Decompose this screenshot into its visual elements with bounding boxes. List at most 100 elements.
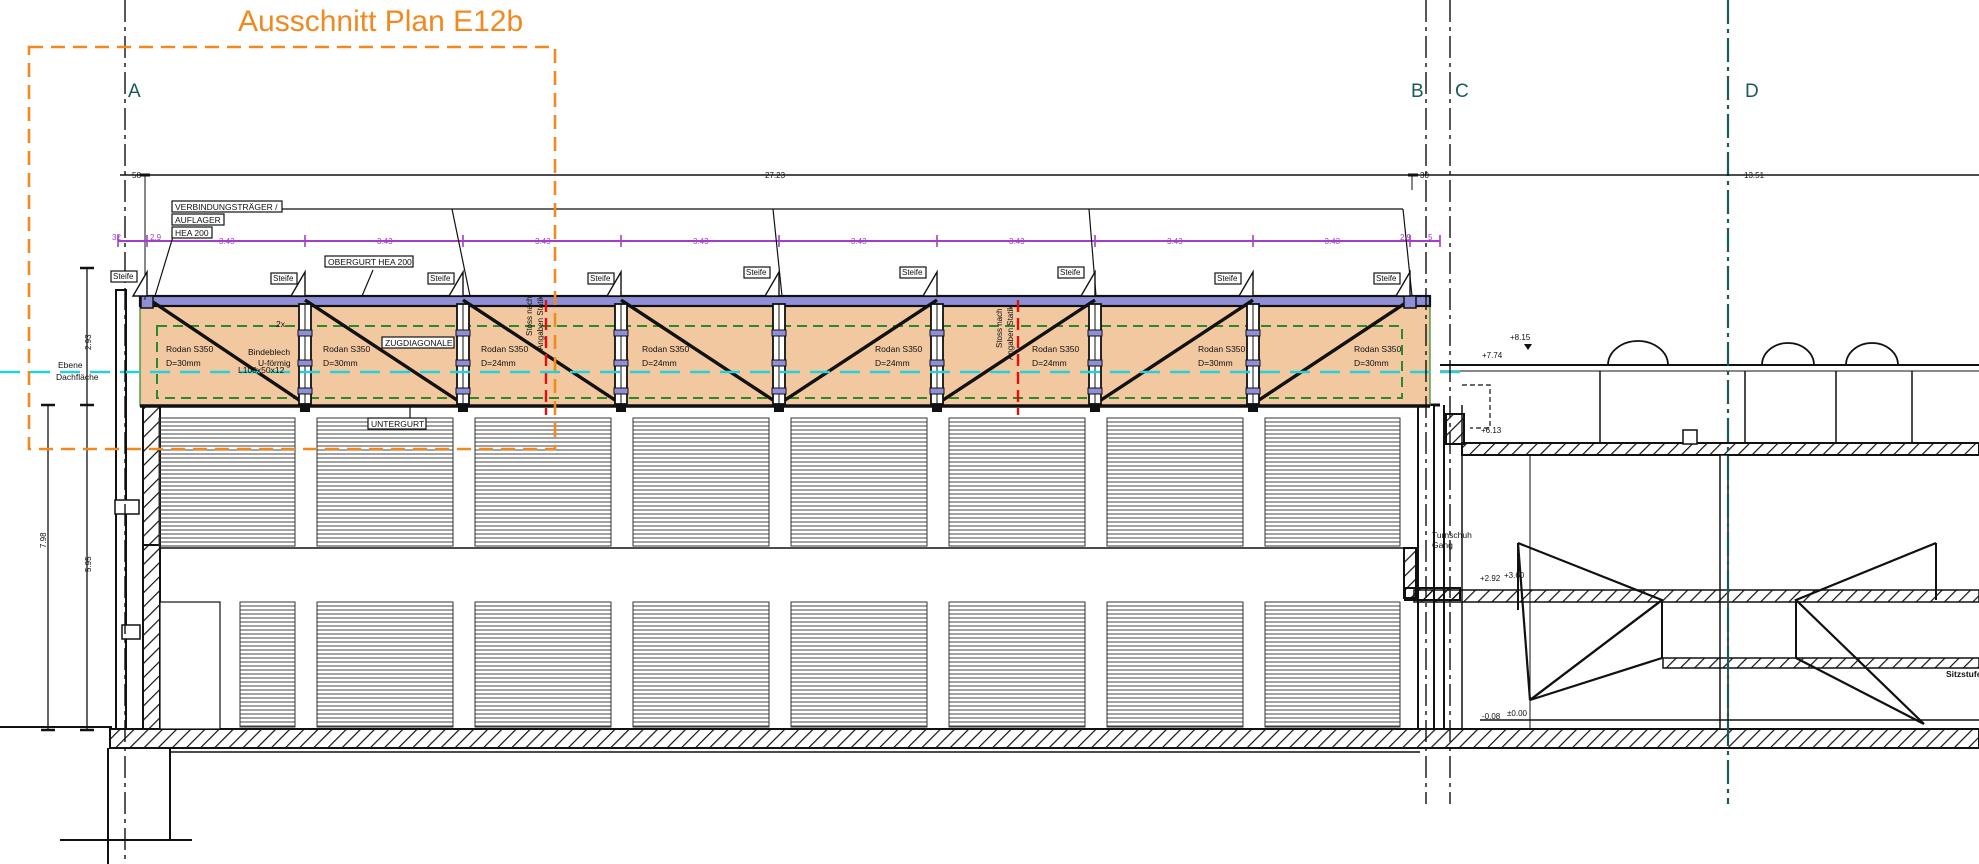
dim-purple-left2: 2.9 — [150, 233, 162, 242]
roof-truss — [138, 294, 1432, 412]
level-4: +2.92 — [1480, 574, 1501, 583]
level-6: -0.08 — [1482, 712, 1501, 721]
dim-purple-bay: 3.43 — [535, 237, 551, 246]
bindeblech — [1087, 387, 1103, 395]
bindeblech — [771, 329, 787, 337]
shutter-upper — [632, 417, 770, 547]
rod-label-material: Rodan S350 — [323, 344, 371, 354]
truss-diagonal — [778, 298, 938, 406]
label-steife: Steife — [590, 274, 611, 283]
label-ebene-2: Dachfläche — [56, 372, 99, 382]
rod-label-diameter: D=30mm — [1198, 358, 1233, 368]
stiffener-plate — [1079, 269, 1096, 297]
bindeblech — [297, 387, 313, 395]
rod-label-diameter: D=30mm — [1354, 358, 1389, 368]
rod-label-material: Rodan S350 — [642, 344, 690, 354]
shutter-upper — [790, 417, 928, 547]
label-ebene-1: Ebene — [58, 360, 83, 370]
rod-label-diameter: D=24mm — [875, 358, 910, 368]
truss-diagonal — [620, 298, 780, 406]
bindeblech — [455, 387, 471, 395]
dim-top-right: 13.51 — [1744, 171, 1765, 180]
shutter-lower — [1106, 601, 1244, 728]
axis-label-c: C — [1455, 81, 1469, 102]
shutter-upper — [1106, 417, 1244, 547]
rod-label-diameter: D=30mm — [166, 358, 201, 368]
rod-label-material: Rodan S350 — [481, 344, 529, 354]
label-zugdiagonale: ZUGDIAGONALE — [385, 338, 453, 348]
bindeblech — [613, 387, 629, 395]
truss-support — [140, 295, 154, 309]
shutter-upper — [158, 417, 296, 547]
top-dimension-line — [120, 173, 1979, 300]
label-stoss-1a: Stoss nach — [525, 296, 534, 336]
shutter-lower — [790, 601, 928, 728]
label-bindeblech-1: Bindeblech — [248, 347, 290, 357]
label-steife: Steife — [113, 272, 134, 281]
purple-dimension-line — [117, 235, 1441, 247]
level-3: +6.13 — [1481, 426, 1502, 435]
shutter-lower — [474, 601, 612, 728]
label-profil-2: L100x50x12 — [238, 365, 285, 375]
steife-box — [270, 272, 298, 285]
label-steife: Steife — [902, 268, 923, 277]
label-steife: Steife — [746, 268, 767, 277]
vertical-dimensions — [41, 266, 94, 732]
bindeblech — [1245, 359, 1261, 367]
dim-purple-bay: 3.43 — [377, 237, 393, 246]
truss-diagonal — [304, 298, 464, 406]
label-turnschuh-2: Gang — [1432, 540, 1453, 550]
label-bindeblech-2: U-förmig — [258, 358, 291, 368]
ground-slab — [0, 726, 1979, 864]
label-verbindung-2: AUFLAGER — [175, 215, 221, 225]
axis-label-a: A — [128, 81, 141, 102]
bindeblech — [929, 359, 945, 367]
bindeblech — [771, 387, 787, 395]
truss-diagonal — [149, 298, 306, 406]
dim-purple-bay: 3.43 — [1325, 237, 1341, 246]
dim-top-left: 58 — [132, 171, 141, 180]
label-stoss-2b: Angaben Statik — [1006, 305, 1015, 360]
steife-box — [110, 270, 138, 283]
stiffener-plate — [289, 269, 306, 297]
shutter-upper — [316, 417, 454, 547]
stiffener-plate — [447, 269, 464, 297]
label-steife: Steife — [1060, 268, 1081, 277]
rod-label-diameter: D=24mm — [481, 358, 516, 368]
truss-support — [1403, 295, 1417, 309]
stiffener-plate — [921, 269, 938, 297]
truss-node — [774, 404, 784, 412]
rod-label-diameter: D=24mm — [642, 358, 677, 368]
left-wall — [114, 289, 221, 730]
rod-label-diameter: D=24mm — [1032, 358, 1067, 368]
truss-node — [616, 404, 626, 412]
dim-top-bc: 30 — [1420, 171, 1429, 180]
label-steife: Steife — [1217, 274, 1238, 283]
level-7: ±0.00 — [1507, 709, 1528, 718]
grid-axes — [124, 0, 1730, 864]
dim-purple-bay: 3.43 — [219, 237, 235, 246]
shutter-lower — [632, 601, 770, 728]
dim-vert-3: 5.95 — [84, 556, 93, 572]
label-steife: Steife — [1376, 274, 1397, 283]
rod-label-material: Rodan S350 — [875, 344, 923, 354]
dim-purple-right2: 5 — [1428, 233, 1433, 242]
label-steife: Steife — [273, 274, 294, 283]
steife-box — [587, 272, 615, 285]
bindeblech — [455, 329, 471, 337]
steife-box — [743, 266, 771, 279]
level-1: +8.15 — [1510, 333, 1531, 342]
bindeblech — [613, 359, 629, 367]
plan-title: Ausschnitt Plan E12b — [238, 5, 523, 38]
stiffener-plate — [605, 269, 622, 297]
steife-box — [1214, 272, 1242, 285]
truss-diagonal — [1252, 298, 1411, 406]
truss-node — [300, 404, 310, 412]
truss-node — [458, 404, 468, 412]
label-obergurt: OBERGURT HEA 200 — [328, 257, 412, 267]
label-verbindung-3: HEA 200 — [175, 228, 209, 238]
stiffener-plate — [131, 269, 148, 297]
truss-diagonal — [462, 298, 622, 406]
shutter-lower — [948, 601, 1086, 728]
